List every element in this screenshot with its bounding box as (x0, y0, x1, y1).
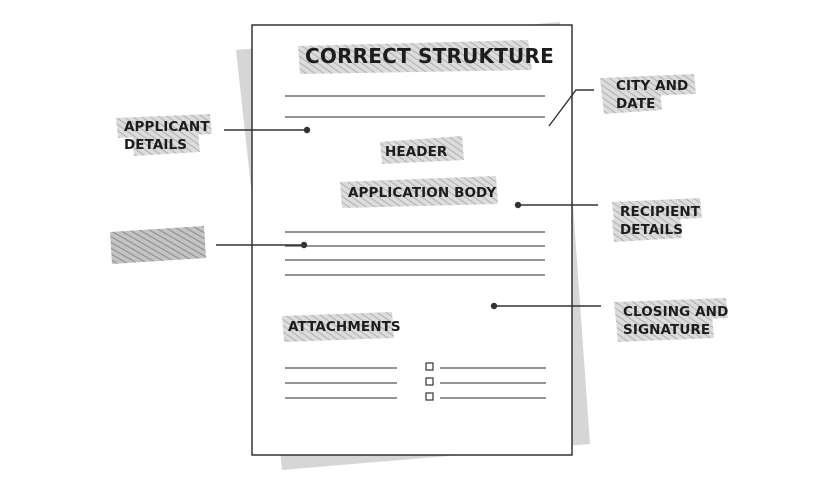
callout-recipient-line1: RECIPIENT (620, 204, 701, 220)
attachment-list (285, 367, 546, 399)
callout-recipient-details: RECIPIENT DETAILS (620, 203, 700, 239)
callout-city-line1: CITY AND (616, 78, 689, 94)
scribble-placeholder (110, 226, 206, 264)
callout-recipient-line2: DETAILS (620, 222, 684, 238)
callout-dots (300, 126, 522, 310)
attachments-label: ATTACHMENTS (288, 319, 401, 335)
callout-city-line2: DATE (616, 96, 656, 112)
callout-leaders (216, 89, 601, 307)
callout-closing-and-signature: CLOSING AND SIGNATURE (623, 303, 728, 339)
callout-applicant-line1: APPLICANT (124, 119, 210, 135)
scribble-highlights (116, 40, 728, 342)
checkbox-icons (425, 362, 434, 401)
callout-closing-line2: SIGNATURE (623, 322, 711, 338)
text-lines (285, 95, 545, 276)
application-body-label: APPLICATION BODY (348, 185, 497, 201)
document-title: CORRECT STRUKTURE (305, 44, 554, 68)
callout-applicant-line2: DETAILS (124, 137, 188, 153)
callout-city-and-date: CITY AND DATE (616, 77, 688, 113)
letter-page (251, 24, 573, 456)
callout-closing-line1: CLOSING AND (623, 304, 729, 320)
header-label: HEADER (385, 144, 448, 160)
callout-applicant-details: APPLICANT DETAILS (124, 118, 210, 154)
